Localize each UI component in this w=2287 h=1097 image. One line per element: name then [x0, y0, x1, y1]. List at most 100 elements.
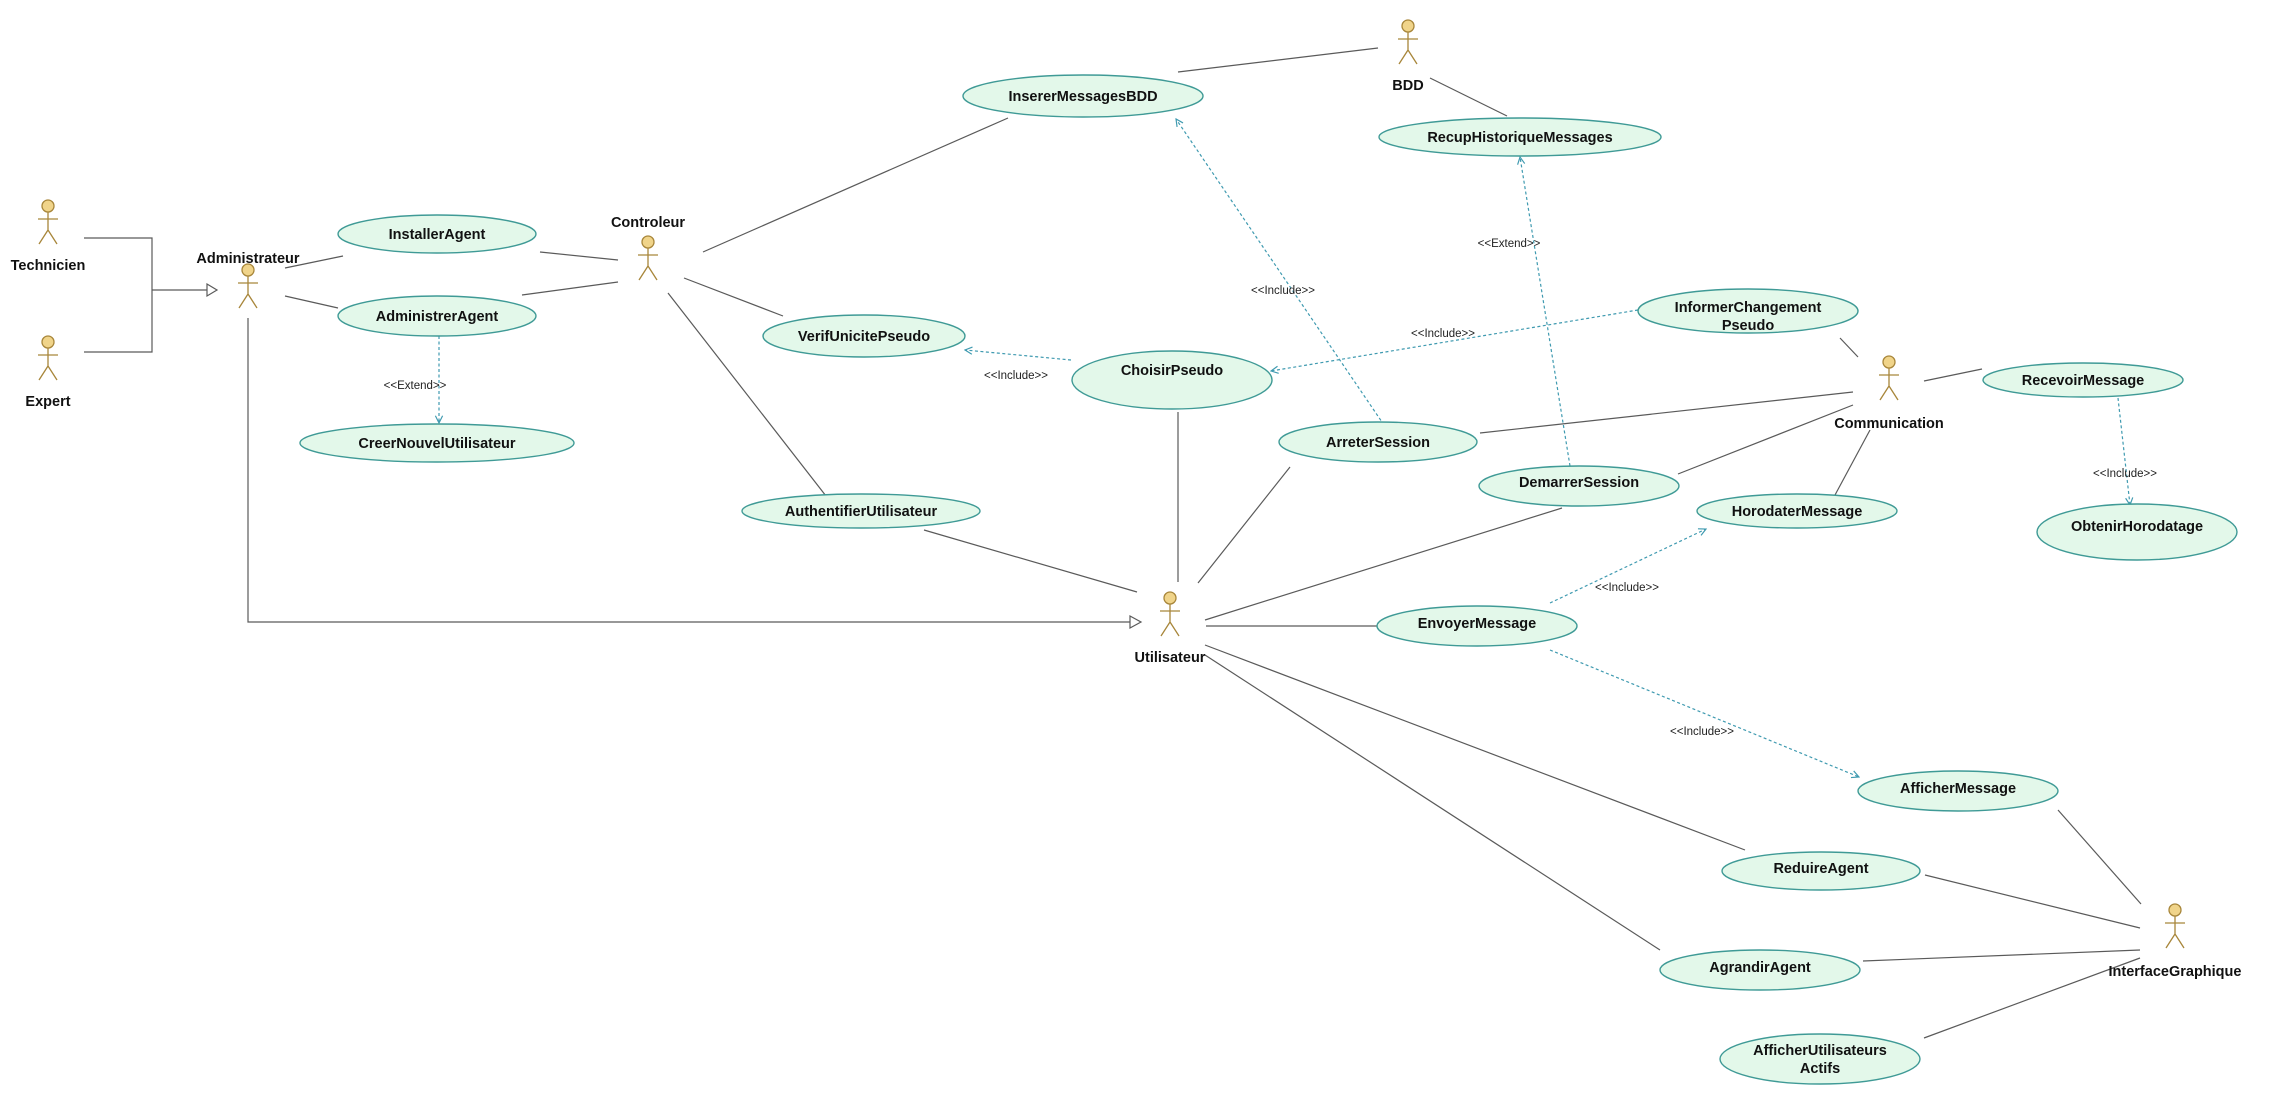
usecase-label: InsererMessagesBDD: [1008, 89, 1157, 105]
use-cases: InstallerAgent AdministrerAgent CreerNou…: [299, 74, 2238, 1085]
generalization-head-utilisateur: [1129, 614, 1143, 630]
usecase-creer-nouvel-utilisateur[interactable]: CreerNouvelUtilisateur: [299, 423, 575, 463]
stereotype-labels: <<Extend>> <<Include>> <<Include>> <<Ext…: [384, 238, 2158, 738]
assoc-demarrer-communication: [1677, 404, 1854, 475]
assoc-installer-controleur: [539, 251, 619, 261]
usecase-label: AgrandirAgent: [1709, 960, 1811, 976]
actor-body: [1879, 368, 1899, 401]
usecase-afficher-utilisateurs-actifs[interactable]: AfficherUtilisateurs Actifs: [1719, 1033, 1921, 1085]
usecase-verif-unicite-pseudo[interactable]: VerifUnicitePseudo: [762, 314, 966, 358]
actor-body: [38, 212, 58, 245]
usecase-agrandir-agent[interactable]: AgrandirAgent: [1659, 949, 1861, 991]
actor-utilisateur[interactable]: [1160, 591, 1180, 637]
usecase-label: RecevoirMessage: [2022, 373, 2145, 389]
usecase-label: InstallerAgent: [389, 227, 486, 243]
usecase-label: RecupHistoriqueMessages: [1427, 130, 1612, 146]
dep-choisir-verif: [965, 350, 1072, 361]
actor-labels: Technicien Expert Administrateur Control…: [11, 78, 2242, 980]
actor-expert[interactable]: [38, 335, 58, 381]
assoc-admin-installer: [284, 255, 344, 269]
usecase-recup-historique-messages[interactable]: RecupHistoriqueMessages: [1378, 117, 1662, 157]
stereotype-include-informer: <<Include>>: [1411, 328, 1475, 340]
usecase-informer-changement-pseudo[interactable]: InformerChangement Pseudo: [1637, 288, 1859, 334]
dependencies: [439, 0, 2130, 777]
usecase-label: ChoisirPseudo: [1121, 363, 1223, 379]
dep-demarrer-recup: [1520, 157, 1571, 467]
usecase-recevoir-message[interactable]: RecevoirMessage: [1982, 362, 2184, 398]
generalization-admin-utilisateur: [247, 318, 1130, 623]
actor-label-technicien: Technicien: [11, 258, 86, 274]
usecase-label: ReduireAgent: [1773, 861, 1868, 877]
usecase-installer-agent[interactable]: InstallerAgent: [337, 214, 537, 254]
actor-label-bdd: BDD: [1392, 78, 1423, 94]
assoc-horodater-communication: [1834, 429, 1871, 496]
actor-body: [38, 348, 58, 381]
assoc-informer-communication: [1839, 337, 1859, 358]
actor-technicien[interactable]: [38, 199, 58, 245]
stereotype-include-verif: <<Include>>: [984, 370, 1048, 382]
assoc-afficher-interface: [2057, 809, 2142, 905]
usecase-label-line1: AfficherUtilisateurs: [1753, 1043, 1887, 1059]
usecase-envoyer-message[interactable]: EnvoyerMessage: [1376, 605, 1578, 647]
usecase-label: AfficherMessage: [1900, 781, 2016, 797]
actor-bdd[interactable]: [1398, 19, 1418, 65]
stereotype-include-obtenir: <<Include>>: [2093, 468, 2157, 480]
actor-body: [638, 248, 658, 281]
usecase-label: CreerNouvelUtilisateur: [358, 436, 515, 452]
assoc-communication-recevoir: [1923, 368, 1983, 382]
usecase-administrer-agent[interactable]: AdministrerAgent: [337, 295, 537, 337]
actor-interface-graphique[interactable]: [2165, 903, 2185, 949]
usecase-label: DemarrerSession: [1519, 475, 1639, 491]
assoc-utilisateur-reduire: [1204, 644, 1746, 851]
assoc-utilisateur-agrandir: [1204, 654, 1661, 951]
assoc-agrandir-interface: [1862, 949, 2141, 962]
usecase-label: EnvoyerMessage: [1418, 616, 1536, 632]
usecase-reduire-agent[interactable]: ReduireAgent: [1721, 851, 1921, 891]
dep-recevoir-obtenir-line: [2117, 397, 2130, 505]
actor-body: [238, 276, 258, 309]
usecase-label-line2: Pseudo: [1722, 318, 1775, 334]
stereotype-include-horodater: <<Include>>: [1595, 582, 1659, 594]
actor-label-controleur: Controleur: [611, 215, 685, 231]
actors: [38, 19, 2185, 949]
actor-administrateur[interactable]: [238, 263, 258, 309]
usecase-arreter-session[interactable]: ArreterSession: [1278, 421, 1478, 463]
usecase-label: AuthentifierUtilisateur: [785, 504, 938, 520]
actor-controleur[interactable]: [638, 235, 658, 281]
usecase-label: ArreterSession: [1326, 435, 1430, 451]
actor-head: [41, 335, 55, 349]
stereotype-extend-creer: <<Extend>>: [384, 380, 447, 392]
usecase-label-line2: Actifs: [1800, 1061, 1840, 1077]
usecase-inserer-messages-bdd[interactable]: InsererMessagesBDD: [962, 74, 1204, 118]
actor-head: [641, 235, 655, 249]
assoc-controleur-inserer: [702, 117, 1009, 253]
usecase-demarrer-session[interactable]: DemarrerSession: [1478, 465, 1680, 507]
usecase-horodater-message[interactable]: HorodaterMessage: [1696, 493, 1898, 529]
usecase-choisir-pseudo[interactable]: ChoisirPseudo: [1071, 350, 1273, 410]
generalization-technicien: [84, 237, 153, 290]
actor-label-administrateur: Administrateur: [196, 251, 299, 267]
usecase-label: VerifUnicitePseudo: [798, 329, 930, 345]
dep-arreter-inserer: [1176, 119, 1385, 426]
usecase-obtenir-horodatage[interactable]: ObtenirHorodatage: [2036, 503, 2238, 561]
usecase-afficher-message[interactable]: AfficherMessage: [1857, 770, 2059, 812]
assoc-arreter-utilisateur: [1197, 466, 1291, 584]
stereotype-include-inserer: <<Include>>: [1251, 285, 1315, 297]
assoc-controleur-verif: [683, 277, 784, 317]
actor-body: [1160, 604, 1180, 637]
actor-head: [2168, 903, 2182, 917]
actor-label-interface-graphique: InterfaceGraphique: [2109, 964, 2242, 980]
actor-head: [1401, 19, 1415, 33]
associations: [284, 47, 2142, 1039]
assoc-controleur-authentifier: [667, 292, 827, 497]
assoc-arreter-communication: [1479, 391, 1854, 434]
generalization-head-administrateur: [206, 282, 219, 298]
dep-envoyer-afficher: [1549, 649, 1859, 777]
usecase-label-line1: InformerChangement: [1675, 300, 1822, 316]
actor-communication[interactable]: [1879, 355, 1899, 401]
actor-head: [1163, 591, 1177, 605]
stereotype-extend-recup: <<Extend>>: [1478, 238, 1541, 250]
usecase-authentifier-utilisateur[interactable]: AuthentifierUtilisateur: [741, 493, 981, 529]
actor-label-utilisateur: Utilisateur: [1135, 650, 1206, 666]
